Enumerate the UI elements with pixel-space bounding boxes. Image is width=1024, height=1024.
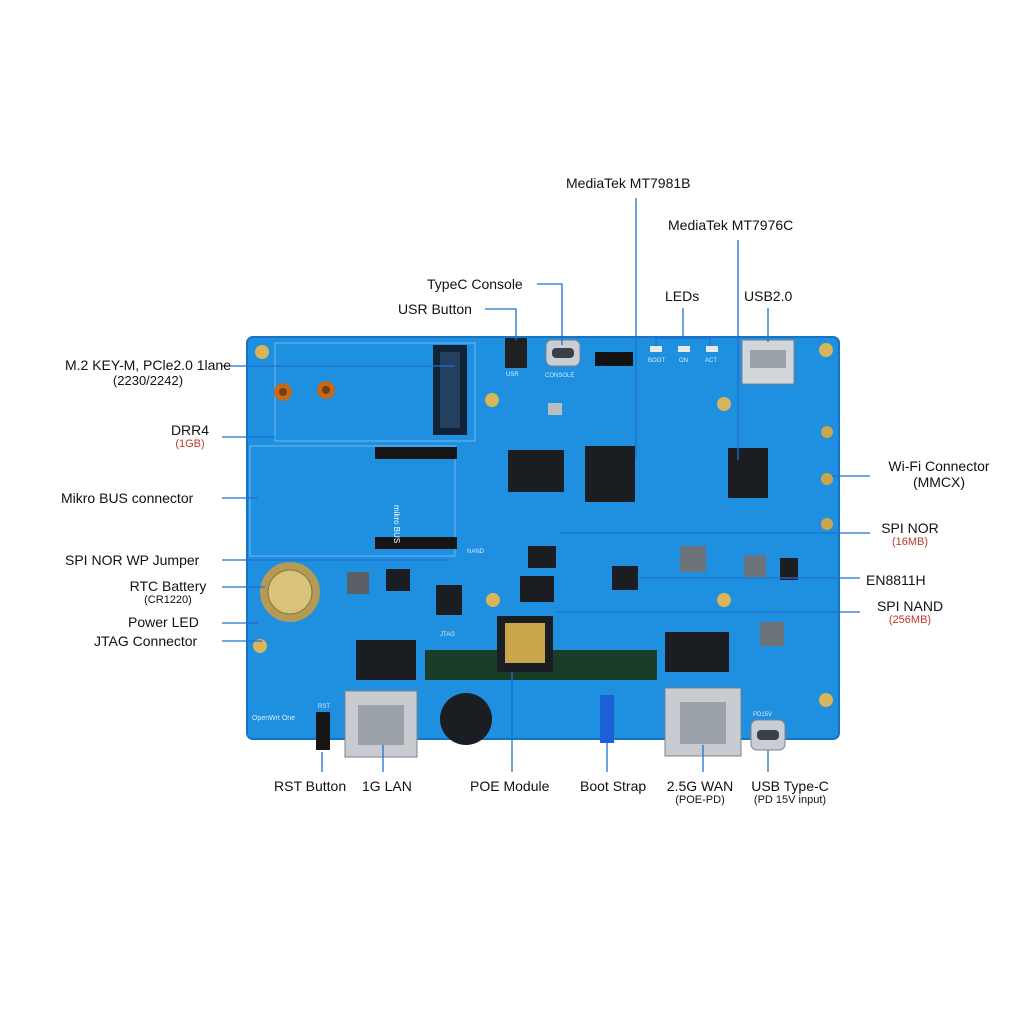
ddr4-chip — [508, 450, 564, 492]
mounting-hole-m3 — [486, 593, 500, 607]
label-spinand: SPI NAND (256MB) — [876, 598, 944, 626]
mounting-hole-m1 — [485, 393, 499, 407]
leader-typec-console — [537, 283, 563, 345]
label-lan: 1G LAN — [362, 778, 412, 794]
led-on — [678, 346, 690, 352]
small-ic-1 — [548, 403, 562, 415]
inductor-4 — [347, 572, 369, 594]
console-silk: CONSOLE — [545, 373, 574, 379]
mikrobus-header-bottom — [375, 537, 457, 549]
mounting-hole-tr — [819, 343, 833, 357]
boot-silk: BOOT — [648, 358, 665, 364]
small-ic-3 — [386, 569, 410, 591]
label-rtc: RTC Battery (CR1220) — [129, 578, 207, 606]
label-leds: LEDs — [665, 288, 700, 304]
rtc-battery-cell — [267, 569, 313, 615]
label-m2: M.2 KEY-M, PCle2.0 1lane (2230/2242) — [64, 357, 232, 388]
leader-lines — [222, 198, 870, 772]
spi-nor-chip — [528, 546, 556, 568]
jtag-silk: JTAG — [440, 632, 455, 638]
board-name-silk: OpenWrt One — [252, 715, 295, 722]
mounting-hole-m2 — [717, 397, 731, 411]
mikrobus-silk: mikro BUS — [392, 505, 401, 543]
act-silk: ACT — [705, 358, 717, 364]
uart-header — [595, 352, 633, 366]
rst-silk: RST — [318, 704, 330, 710]
pd15v-silk: PD15V — [753, 712, 772, 718]
pcb-board-edge — [246, 336, 840, 740]
mt7981b-chip — [585, 446, 635, 502]
label-jtag: JTAG Connector — [94, 633, 198, 649]
mmcx-connector-3 — [821, 518, 833, 530]
mikrobus-header-top — [375, 447, 457, 459]
label-wan: 2.5G WAN (POE-PD) — [666, 778, 734, 806]
leader-usr-button — [485, 308, 517, 340]
label-en8811h: EN8811H — [866, 572, 926, 588]
mt7976c-chip — [728, 448, 768, 498]
mmcx-connector-2 — [821, 473, 833, 485]
label-spinor: SPI NOR (16MB) — [881, 520, 939, 548]
label-typec-console: TypeC Console — [427, 276, 523, 292]
label-usbc: USB Type-C (PD 15V input) — [751, 778, 829, 806]
label-spi-wp: SPI NOR WP Jumper — [65, 552, 200, 568]
label-ddr: DRR4 (1GB) — [170, 422, 210, 450]
nand-silk: NAND — [467, 549, 485, 555]
mounting-hole-br — [819, 693, 833, 707]
label-mt7981b: MediaTek MT7981B — [566, 175, 691, 191]
label-usb20: USB2.0 — [744, 288, 793, 304]
en8811h-chip — [612, 566, 638, 590]
label-power-led: Power LED — [128, 614, 199, 630]
boot-strap-switch — [600, 695, 614, 743]
wan-transformer — [665, 632, 729, 672]
rst-button-part — [316, 712, 330, 750]
inductor-3 — [760, 622, 784, 646]
small-ic-2 — [780, 558, 798, 580]
spi-nand-chip — [520, 576, 554, 602]
usr-button-part — [505, 338, 527, 368]
mikrobus-area — [249, 445, 456, 557]
mounting-hole-tl — [255, 345, 269, 359]
usr-silk: USR — [506, 372, 519, 378]
label-wifi: Wi-Fi Connector (MMCX) — [888, 458, 990, 490]
inductor-2 — [744, 555, 766, 577]
capacitor — [440, 693, 492, 745]
jtag-header — [436, 585, 462, 615]
label-usr-button: USR Button — [398, 301, 472, 317]
led-act — [706, 346, 718, 352]
label-poe: POE Module — [470, 778, 550, 794]
led-boot — [650, 346, 662, 352]
label-boot-strap: Boot Strap — [580, 778, 647, 794]
label-mt7976c: MediaTek MT7976C — [668, 217, 794, 233]
inductor-1 — [680, 546, 706, 572]
label-mikrobus: Mikro BUS connector — [61, 490, 194, 506]
label-rst-button: RST Button — [274, 778, 347, 794]
mmcx-connector-1 — [821, 426, 833, 438]
mounting-hole-m4 — [717, 593, 731, 607]
on-silk: ON — [679, 358, 688, 364]
lan-transformer — [356, 640, 416, 680]
mounting-hole-bl — [253, 639, 267, 653]
